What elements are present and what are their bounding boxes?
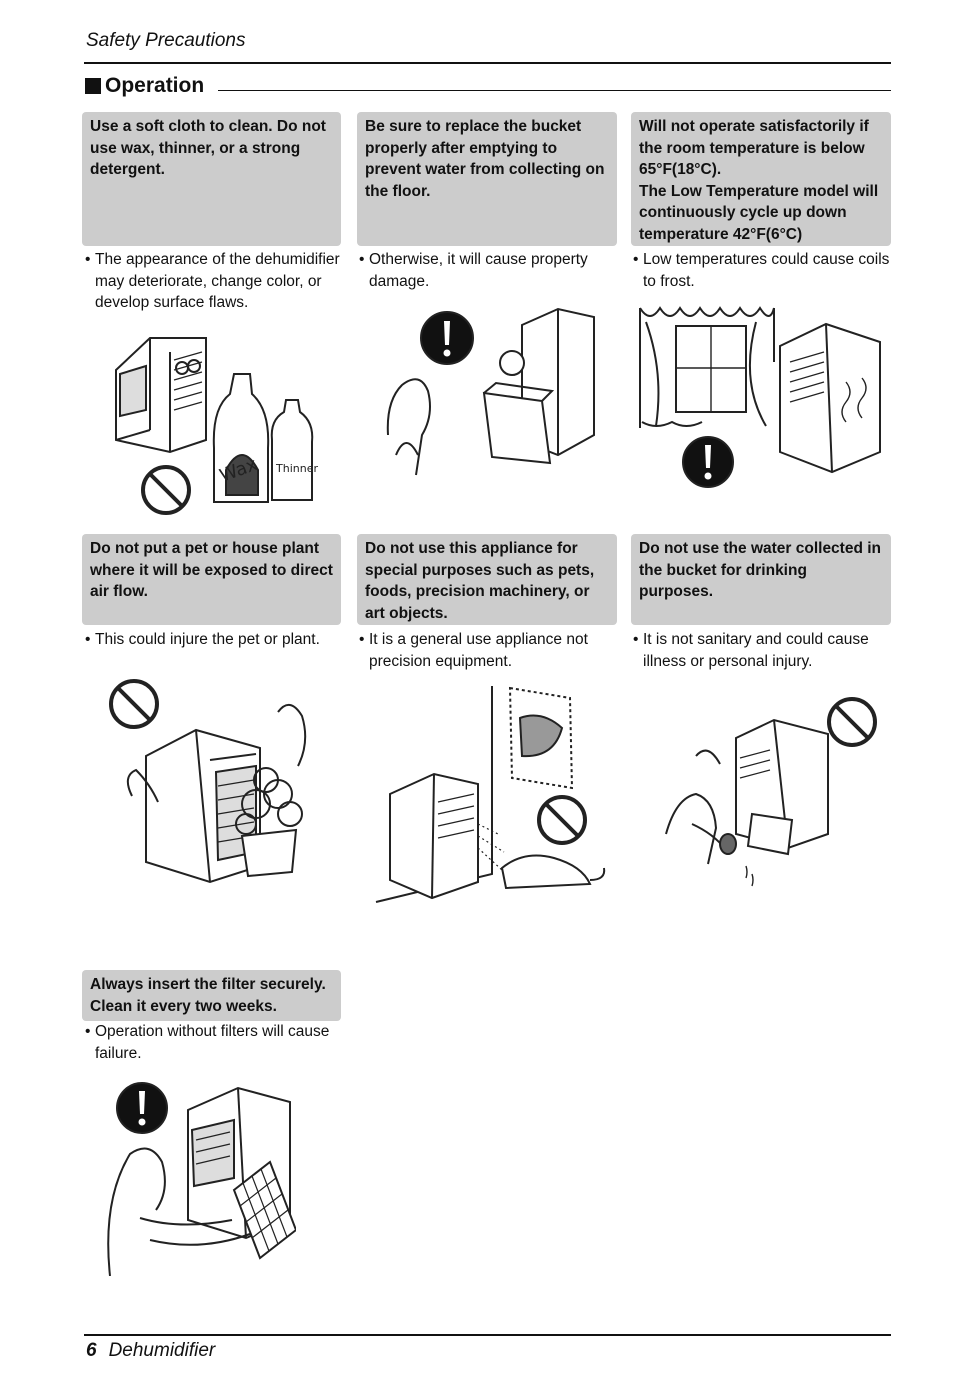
page-number: 6	[86, 1340, 97, 1361]
footer: 6 Dehumidifier	[86, 1340, 215, 1362]
footer-rule	[84, 1334, 891, 1336]
description-text: •It is not sanitary and could cause illn…	[633, 631, 869, 670]
running-header: Safety Precautions	[86, 30, 246, 51]
illustration-no-drinking	[656, 694, 882, 890]
square-bullet-icon	[85, 78, 101, 94]
description-text: •Otherwise, it will cause property damag…	[359, 251, 588, 290]
warning-box: Do not use the water collected in the bu…	[631, 534, 891, 625]
warning-box: Use a soft cloth to clean. Do not use wa…	[82, 112, 341, 246]
header-rule	[84, 62, 891, 64]
section-rule	[218, 90, 891, 91]
warning-box: Be sure to replace the bucket properly a…	[357, 112, 617, 246]
description-text: •It is a general use appliance not preci…	[359, 631, 588, 670]
section-heading: Operation	[85, 74, 204, 98]
illustration-no-wax: Wax Thinner	[108, 330, 328, 520]
description-text: •Low temperatures could cause coils to f…	[633, 251, 890, 290]
illustration-special-purposes	[374, 684, 612, 904]
illustration-low-temperature	[636, 302, 884, 492]
description-text: •This could injure the pet or plant.	[85, 631, 320, 648]
warning-box: Do not use this appliance for special pu…	[357, 534, 617, 625]
warning-box: Will not operate satisfactorily if the r…	[631, 112, 891, 246]
illustration-bucket-replace	[372, 305, 602, 480]
illustration-insert-filter	[100, 1080, 296, 1276]
footer-title: Dehumidifier	[108, 1340, 216, 1361]
description-text: •The appearance of the dehumidifier may …	[85, 251, 340, 311]
warning-box: Do not put a pet or house plant where it…	[82, 534, 341, 625]
section-title: Operation	[105, 74, 205, 97]
illustration-label-thinner: Thinner	[275, 462, 318, 475]
illustration-pet-plant	[106, 676, 330, 886]
description-text: •Operation without filters will cause fa…	[85, 1023, 330, 1062]
warning-box: Always insert the filter securely. Clean…	[82, 970, 341, 1021]
